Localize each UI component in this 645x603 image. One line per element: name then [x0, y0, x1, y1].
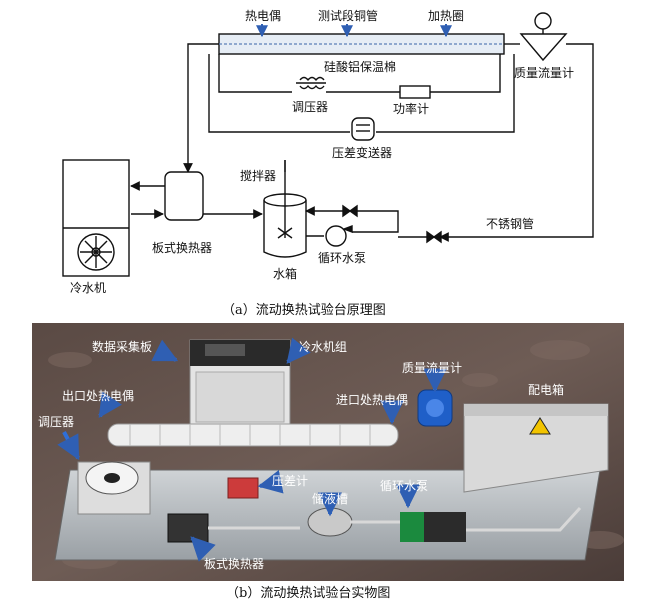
- label-pump: 循环水泵: [318, 251, 366, 265]
- label-dp-transmitter: 压差变送器: [332, 145, 392, 160]
- valve-symbol: [342, 204, 358, 218]
- label-power-meter: 功率计: [393, 101, 429, 116]
- label-inlet-tc: 进口处热电偶: [336, 393, 408, 407]
- pump-symbol: [325, 224, 353, 247]
- distribution-box: [463, 403, 609, 493]
- label-stirrer: 搅拌器: [240, 168, 276, 183]
- caption-a: （a）流动换热试验台原理图: [222, 302, 386, 318]
- label-plate-hx-photo: 板式换热器: [204, 557, 264, 571]
- pump-photo: [400, 512, 466, 542]
- dp-meter-photo: [227, 477, 259, 499]
- label-insulation: 硅酸铝保温棉: [324, 59, 396, 74]
- label-outlet-tc: 出口处热电偶: [62, 389, 134, 403]
- test-section-photo: [107, 423, 399, 447]
- power-meter-symbol: [399, 85, 431, 99]
- label-plate-hx: 板式换热器: [152, 241, 212, 255]
- label-regulator: 调压器: [38, 415, 74, 429]
- chiller-symbol: [62, 159, 130, 277]
- label-thermocouple: 热电偶: [245, 9, 281, 23]
- regulator-photo: [77, 461, 151, 515]
- label-pump: 循环水泵: [380, 479, 428, 493]
- voltage-regulator-symbol: [296, 76, 326, 90]
- label-heating-coil: 加热圈: [428, 9, 464, 23]
- label-reservoir: 储液槽: [312, 491, 348, 506]
- label-mass-flowmeter: 质量流量计: [402, 361, 462, 375]
- dp-transmitter-symbol: [351, 117, 375, 141]
- label-flowmeter: 质量流量计: [514, 66, 574, 80]
- schematic-a: [62, 12, 594, 277]
- label-distribution-box: 配电箱: [528, 382, 564, 397]
- label-voltage-regulator: 调压器: [292, 100, 328, 114]
- label-dp-meter: 压差计: [272, 474, 308, 488]
- label-ss-pipe: 不锈钢管: [486, 216, 534, 231]
- plate-hx-photo: [167, 513, 209, 543]
- flowmeter-symbol: [519, 12, 568, 62]
- chiller-unit: [189, 339, 291, 429]
- water-tank-symbol: [263, 160, 307, 258]
- photo-b: [32, 323, 624, 581]
- label-chiller-unit: 冷水机组: [299, 340, 347, 354]
- label-daq: 数据采集板: [92, 339, 152, 354]
- plate-hx-symbol: [164, 171, 204, 221]
- mass-flowmeter-photo: [417, 389, 453, 427]
- label-test-pipe: 测试段铜管: [318, 8, 378, 23]
- label-chiller: 冷水机: [70, 281, 106, 295]
- caption-b: （b）流动换热试验台实物图: [226, 585, 390, 601]
- label-water-tank: 水箱: [273, 266, 297, 281]
